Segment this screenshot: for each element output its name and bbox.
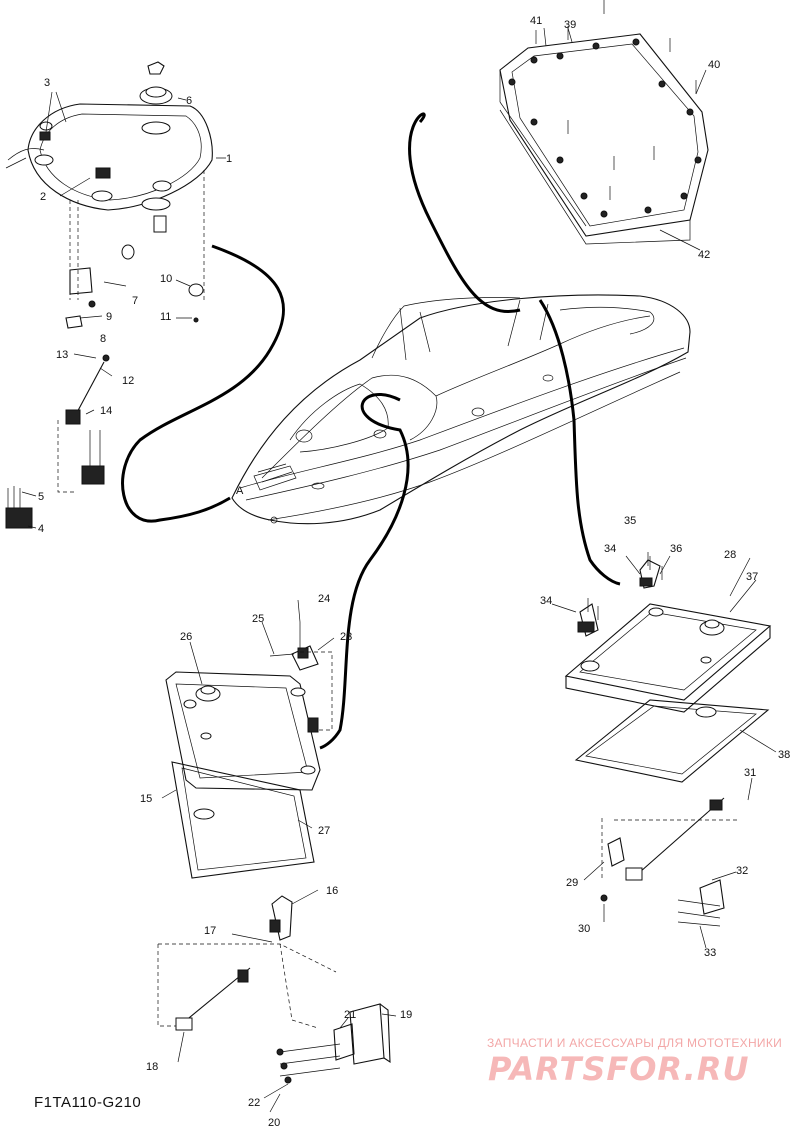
callout-29: 29: [566, 877, 578, 889]
callout-38: 38: [778, 749, 790, 761]
callout-leaders: [21, 27, 777, 1113]
callout-32: 32: [736, 865, 748, 877]
callout-41: 41: [530, 15, 542, 27]
callout-30: 30: [578, 923, 590, 935]
callout-28: 28: [724, 549, 736, 561]
callout-11: 11: [160, 311, 171, 323]
seal-27: [171, 761, 315, 879]
boat-hull: [231, 294, 691, 525]
callout-17: 17: [204, 925, 216, 937]
callout-8: 8: [100, 333, 106, 345]
callout-12: 12: [122, 375, 134, 387]
callout-25: 25: [252, 613, 264, 625]
callout-35: 35: [624, 515, 636, 527]
gas-strut-18: [157, 943, 337, 1031]
hatch-lid-1: [5, 103, 213, 211]
callout-42: 42: [698, 249, 710, 261]
callout-21: 21: [344, 1009, 356, 1021]
callout-23: 23: [340, 631, 352, 643]
routing-cables: [121, 112, 621, 750]
callout-2: 2: [40, 191, 46, 203]
callout-6: 6: [186, 95, 192, 107]
watermark-tagline: ЗАПЧАСТИ И АКСЕССУАРЫ ДЛЯ МОТОТЕХНИКИ: [487, 1036, 783, 1050]
callout-37: 37: [746, 571, 758, 583]
hatch-lid-39: [499, 0, 709, 245]
callout-34-right: 34: [604, 543, 616, 555]
callout-31: 31: [744, 767, 756, 779]
hatch-lid-15: [165, 671, 321, 791]
hinge-4: [5, 486, 33, 529]
callout-20: 20: [268, 1117, 280, 1129]
callout-14: 14: [100, 405, 112, 417]
gas-strut-12: [57, 354, 110, 493]
callout-4: 4: [38, 523, 44, 535]
callout-7: 7: [132, 295, 138, 307]
callout-1: 1: [226, 153, 232, 165]
callout-19: 19: [400, 1009, 412, 1021]
latch-assembly-7: [65, 170, 205, 329]
callout-33: 33: [704, 947, 716, 959]
callout-36: 36: [670, 543, 682, 555]
callout-39: 39: [564, 19, 576, 31]
hatch-lid-28: [564, 603, 772, 713]
callout-9: 9: [106, 311, 112, 323]
callout-16: 16: [326, 885, 338, 897]
watermark-logo: PARTSFOR.RU: [488, 1050, 750, 1088]
bracket-19: [276, 1003, 391, 1084]
hinge-23: [269, 622, 333, 733]
callout-18: 18: [146, 1061, 158, 1073]
callout-5: 5: [38, 491, 44, 503]
callout-40: 40: [708, 59, 720, 71]
callout-34-left: 34: [540, 595, 552, 607]
callout-26: 26: [180, 631, 192, 643]
bracket-16: [269, 895, 293, 941]
callout-numbers: 1 2 3 4 5 6 7 8 9 10 11 12 13 14 15 16 1…: [38, 15, 790, 1129]
callout-10: 10: [160, 273, 172, 285]
hinge-34-right: [577, 556, 663, 637]
callout-3: 3: [44, 77, 50, 89]
gas-strut-31: [600, 797, 740, 927]
inspection-cover-6: [139, 61, 173, 211]
callout-24: 24: [318, 593, 330, 605]
callout-27: 27: [318, 825, 330, 837]
callout-22: 22: [248, 1097, 260, 1109]
callout-13: 13: [56, 349, 68, 361]
lid-screws: [508, 38, 702, 218]
callout-15: 15: [140, 793, 152, 805]
assembly-marker-a: A: [236, 485, 244, 497]
seal-38: [574, 699, 770, 783]
diagram-code: F1TA110-G210: [34, 1094, 142, 1111]
